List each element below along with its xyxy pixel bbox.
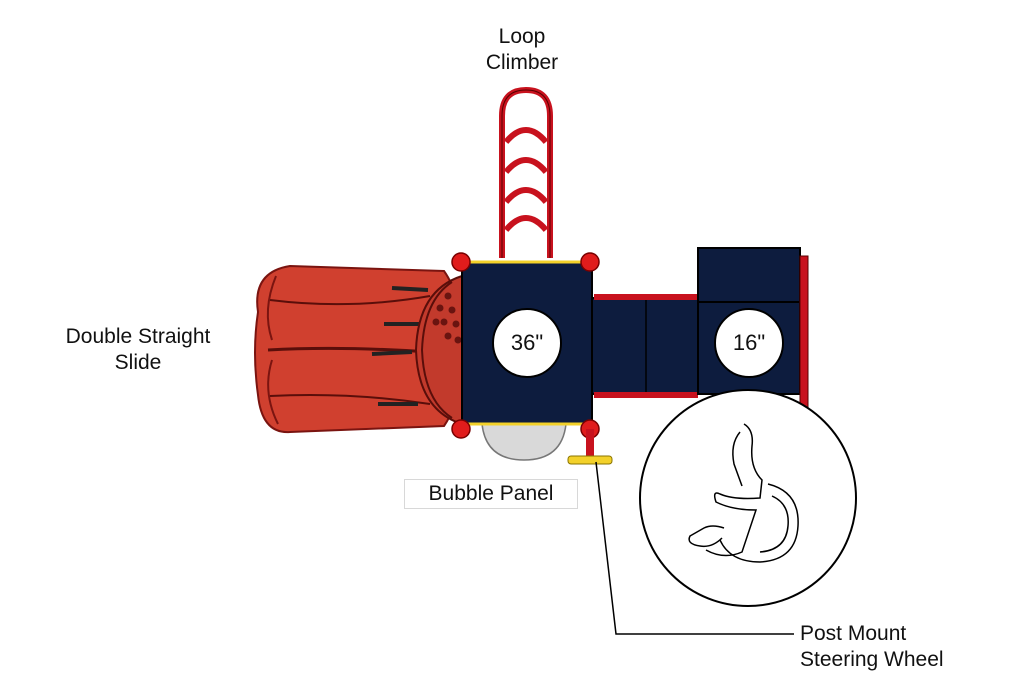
label-double-slide-line1: Double Straight bbox=[65, 325, 211, 348]
label-steering-wheel: Post Mount Steering Wheel bbox=[800, 621, 980, 673]
label-steering-wheel-line2: Steering Wheel bbox=[800, 648, 944, 671]
label-loop-climber-line2: Climber bbox=[485, 51, 559, 74]
label-loop-climber-line1: Loop bbox=[498, 25, 546, 48]
wheelchair-accessibility-icon bbox=[639, 389, 857, 607]
slide-hood bbox=[414, 274, 463, 426]
label-double-straight-slide: Double Straight Slide bbox=[28, 324, 248, 376]
label-bubble-panel: Bubble Panel bbox=[404, 479, 578, 509]
label-steering-wheel-line1: Post Mount bbox=[800, 622, 907, 645]
deck-height-main: 36" bbox=[510, 330, 544, 355]
label-double-slide-line2: Slide bbox=[114, 351, 162, 374]
steering-wheel bbox=[567, 429, 613, 465]
walkway bbox=[591, 294, 699, 398]
double-straight-slide bbox=[254, 264, 464, 434]
bubble-panel bbox=[481, 423, 567, 461]
deck-height-side: 16" bbox=[732, 330, 766, 355]
loop-climber bbox=[499, 86, 553, 258]
label-loop-climber: Loop Climber bbox=[452, 24, 592, 76]
steering-wheel-leader bbox=[595, 461, 794, 635]
